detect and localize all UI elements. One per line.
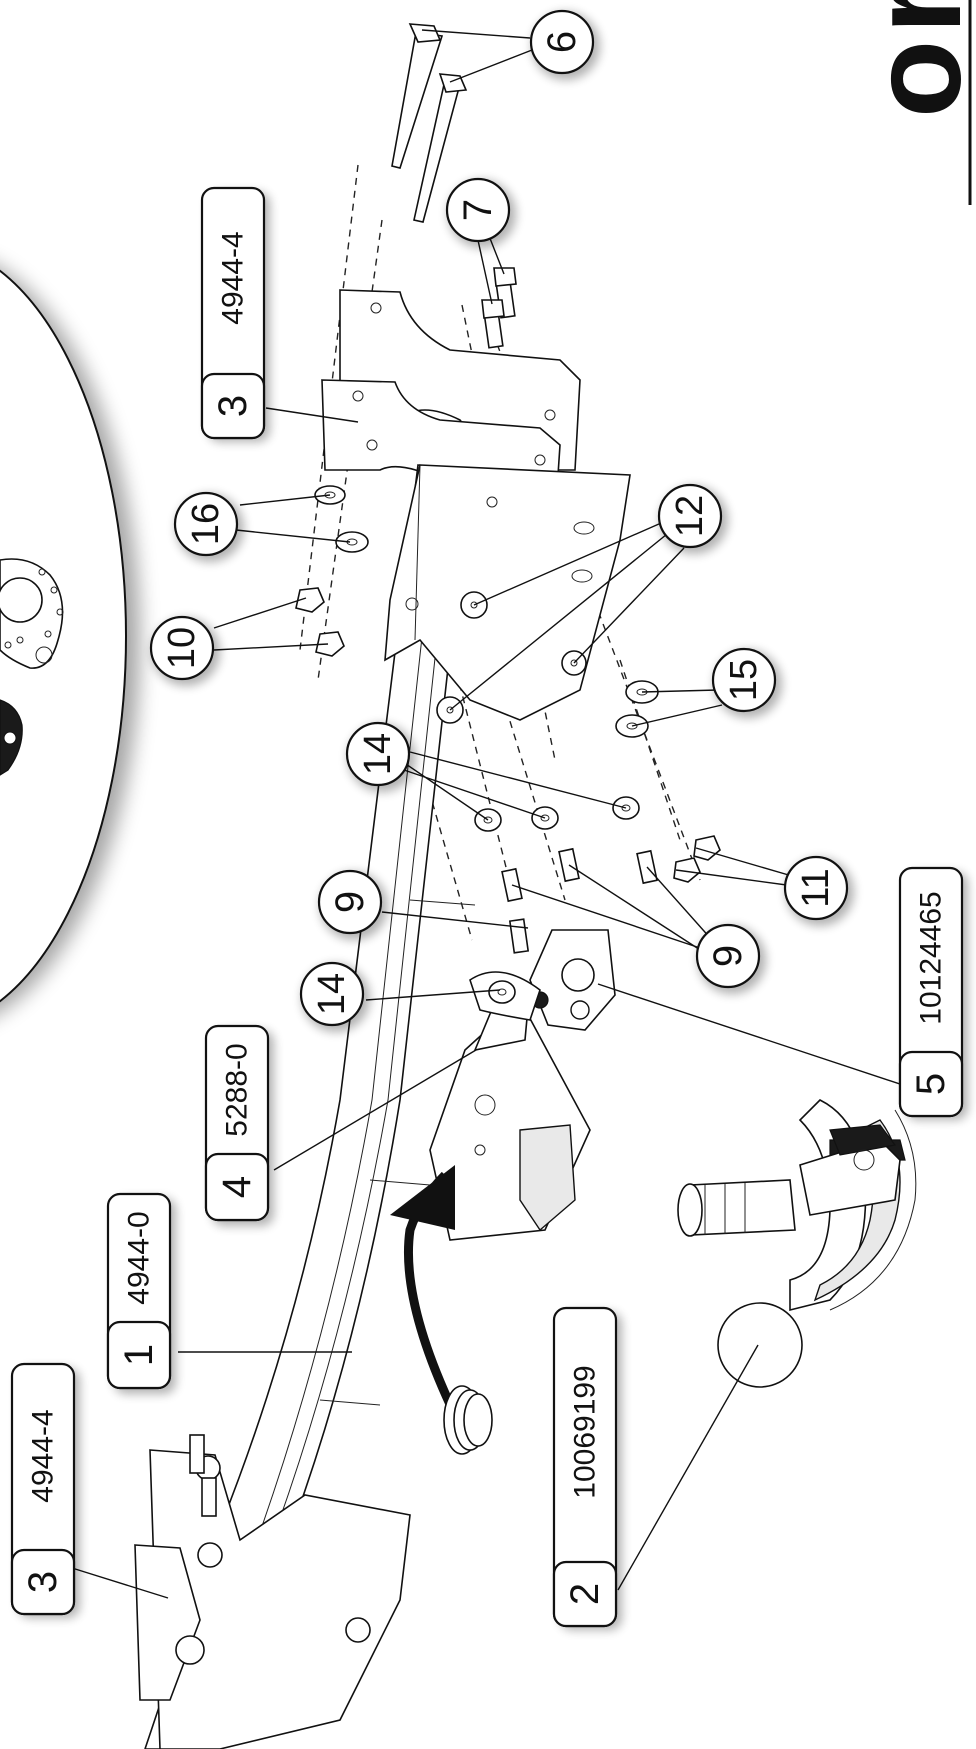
part-tag-1-code: 4944-0 — [123, 1211, 156, 1304]
insertion-arrow — [390, 1165, 460, 1417]
callout-11-label: 11 — [795, 868, 837, 907]
detail-view-circle — [0, 268, 140, 1012]
short-bolts — [481, 267, 517, 349]
part-tag-5-num: 5 — [909, 1073, 953, 1095]
part-tag-3-upper-code: 4944-4 — [217, 231, 250, 324]
part-tag-1-num: 1 — [117, 1344, 161, 1366]
part-tag-3-upper-num: 3 — [211, 395, 255, 417]
part-tag-3-lower-code: 4944-4 — [27, 1409, 60, 1502]
part-tag-5-code: 10124465 — [915, 891, 948, 1024]
callout-7: 7 — [445, 177, 516, 248]
part-tag-4-code: 5288-0 — [221, 1043, 254, 1136]
callout-16: 16 — [173, 491, 244, 562]
callout-10-label: 10 — [161, 627, 203, 669]
callout-9-lower-label: 9 — [706, 945, 750, 967]
callout-14-upper-label: 14 — [357, 733, 399, 775]
callout-6: 6 — [529, 9, 600, 80]
long-bolts — [391, 23, 468, 223]
callout-9-upper: 9 — [317, 869, 388, 940]
callout-15-label: 15 — [723, 659, 765, 701]
callout-11: 11 — [783, 855, 854, 926]
part-tag-2-num: 2 — [563, 1583, 607, 1605]
callout-9-lower: 9 — [695, 923, 766, 994]
part-tag-3-lower-num: 3 — [21, 1571, 65, 1593]
part-tag-2-code: 10069199 — [569, 1365, 602, 1498]
logo-text: oris — [845, 0, 976, 118]
callout-14-lower-label: 14 — [311, 973, 353, 1015]
detail-mounting-plate — [0, 558, 64, 669]
callout-9-upper-label: 9 — [328, 891, 372, 913]
part-tag-2: 2 10069199 — [552, 1306, 622, 1630]
callout-7-label: 7 — [456, 199, 500, 221]
callout-15: 15 — [711, 647, 782, 718]
part-tag-4-num: 4 — [215, 1176, 259, 1198]
callout-14-upper: 14 — [345, 721, 416, 792]
socket-plate — [469, 929, 616, 1031]
towbar-socket-mount — [429, 984, 591, 1241]
detail-connector — [0, 699, 23, 776]
callout-12: 12 — [657, 483, 728, 554]
callout-6-label: 6 — [540, 31, 584, 53]
callout-12-label: 12 — [669, 495, 711, 537]
oris-logo: oris — [845, 0, 976, 118]
detachable-tow-ball — [677, 1099, 917, 1388]
callout-16-label: 16 — [185, 503, 227, 545]
callout-14-lower: 14 — [299, 961, 370, 1032]
part-tag-3-lower: 3 4944-4 — [10, 1362, 80, 1618]
part-tag-4: 4 5288-0 — [204, 1024, 274, 1226]
cover-plug — [443, 1385, 493, 1455]
part-tag-1: 1 4944-0 — [106, 1192, 176, 1394]
callout-10: 10 — [149, 615, 220, 686]
leader-lines — [71, 29, 919, 1599]
side-bracket-lower — [134, 1434, 411, 1749]
part-tag-5: 5 10124465 — [898, 866, 968, 1120]
part-tag-3-upper: 3 4944-4 — [200, 186, 270, 442]
